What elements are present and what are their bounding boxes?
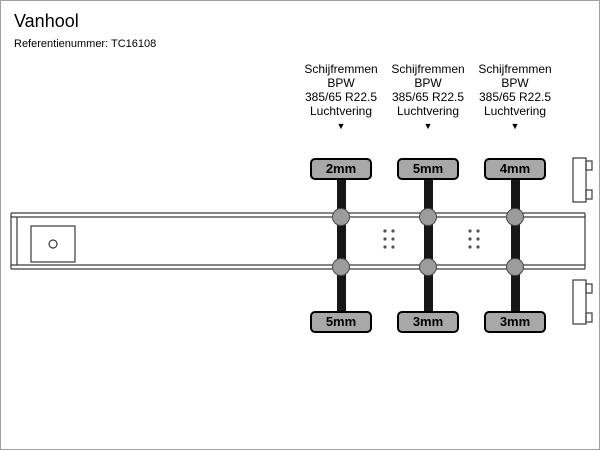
axle-brand-label: BPW <box>501 76 529 90</box>
axle-spec-column-2: Schijfremmen BPW 385/65 R22.5 Luchtverin… <box>382 62 474 131</box>
suspension-label: Luchtvering <box>396 104 460 118</box>
tread-depth-badge-bottom: 3mm <box>484 311 546 333</box>
tire-size-label: 385/65 R22.5 <box>391 90 465 104</box>
axle-group-2: 5mm 3mm <box>397 158 459 333</box>
tread-depth-badge-bottom: 5mm <box>310 311 372 333</box>
brake-type-label: Schijfremmen <box>304 62 378 76</box>
suspension-label: Luchtvering <box>309 104 373 118</box>
reference-number: Referentienummer: TC16108 <box>14 38 156 50</box>
tread-depth-badge-bottom: 3mm <box>397 311 459 333</box>
down-arrow-icon: ▼ <box>336 121 346 131</box>
page-title: Vanhool <box>14 11 79 31</box>
tread-depth-badge-top: 5mm <box>397 158 459 180</box>
rear-bracket-top <box>572 157 593 203</box>
axle-group-3: 4mm 3mm <box>484 158 546 333</box>
down-arrow-icon: ▼ <box>510 121 520 131</box>
mounting-dots <box>383 229 480 249</box>
rear-bracket-bottom <box>572 279 593 325</box>
tire-size-label: 385/65 R22.5 <box>478 90 552 104</box>
axle-brand-label: BPW <box>414 76 442 90</box>
kingpin-plate <box>30 225 76 263</box>
brake-type-label: Schijfremmen <box>391 62 465 76</box>
tread-depth-badge-top: 4mm <box>484 158 546 180</box>
axle-bar <box>423 172 433 318</box>
reference-value: TC16108 <box>111 38 157 50</box>
wheel-hub-bottom <box>419 258 437 276</box>
reference-label: Referentienummer: <box>14 38 109 50</box>
axle-brand-label: BPW <box>327 76 355 90</box>
tread-depth-badge-top: 2mm <box>310 158 372 180</box>
axle-spec-column-1: Schijfremmen BPW 385/65 R22.5 Luchtverin… <box>295 62 387 131</box>
down-arrow-icon: ▼ <box>423 121 433 131</box>
tire-size-label: 385/65 R22.5 <box>304 90 378 104</box>
axle-spec-column-3: Schijfremmen BPW 385/65 R22.5 Luchtverin… <box>469 62 561 131</box>
brake-type-label: Schijfremmen <box>478 62 552 76</box>
wheel-hub-bottom <box>332 258 350 276</box>
wheel-hub-top <box>506 208 524 226</box>
wheel-hub-bottom <box>506 258 524 276</box>
axle-bar <box>510 172 520 318</box>
axle-bar <box>336 172 346 318</box>
suspension-label: Luchtvering <box>483 104 547 118</box>
kingpin-circle <box>48 239 58 249</box>
wheel-hub-top <box>332 208 350 226</box>
wheel-hub-top <box>419 208 437 226</box>
axle-group-1: 2mm 5mm <box>310 158 372 333</box>
